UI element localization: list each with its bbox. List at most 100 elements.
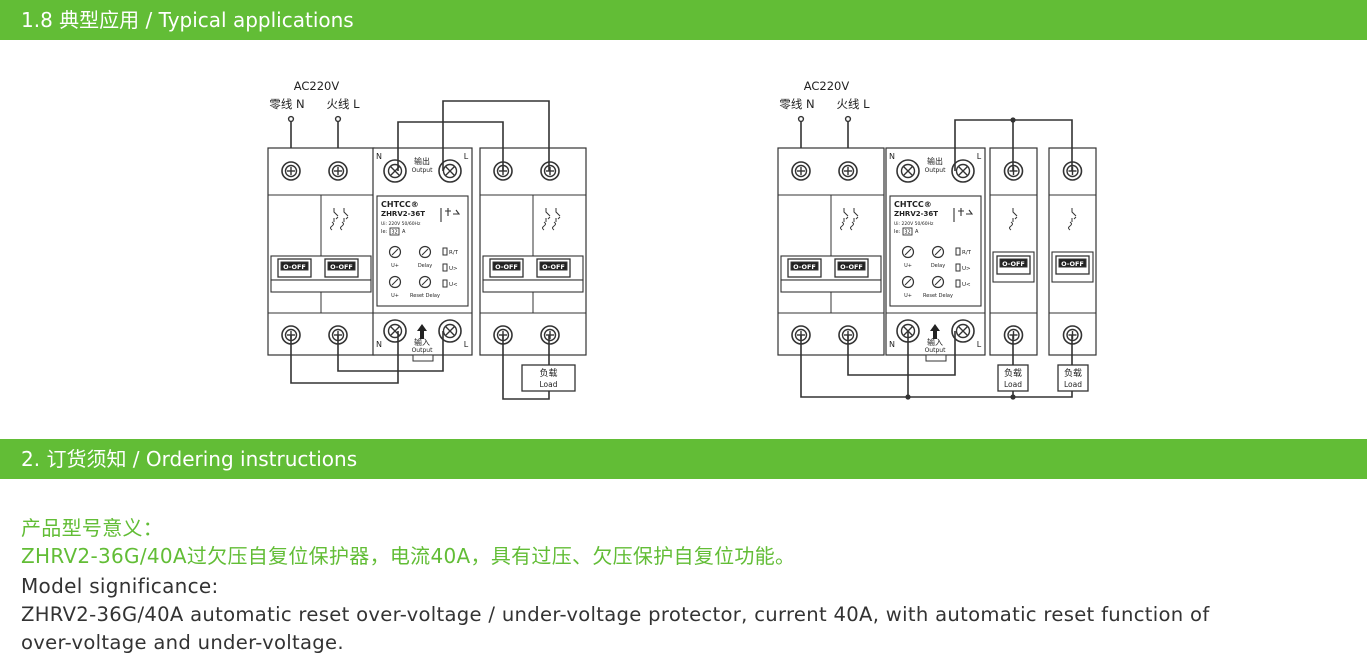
off-handle-tab	[539, 261, 568, 271]
terminal-label-n-bottom: N	[376, 340, 382, 349]
screw-slot	[958, 166, 968, 176]
terminal-label-l-bottom: L	[464, 340, 469, 349]
model-label: ZHRV2-36T	[381, 210, 425, 218]
knob-pointer	[391, 278, 399, 286]
handle-rail-lower	[270, 279, 372, 293]
terminal-label-n: N	[376, 152, 382, 161]
led-label: U>	[962, 266, 971, 272]
screw-terminal-icon	[281, 161, 301, 181]
indicator-led: U<	[955, 279, 971, 288]
breaker-contact-symbol	[542, 208, 551, 231]
breaker-contact-symbol	[850, 208, 859, 231]
knob-label: Reset Delay	[410, 293, 440, 299]
adjust-knob-icon: U+	[388, 245, 402, 269]
knob-label: U+	[904, 263, 912, 269]
current-value: 32	[391, 230, 397, 236]
off-label: O-OFF	[542, 263, 565, 271]
led-box	[442, 247, 448, 256]
one-pole-breaker: O-OFF	[989, 147, 1038, 356]
coil-path	[850, 221, 854, 231]
adjust-knob-icon: Reset Delay	[410, 275, 440, 299]
led-label: U>	[449, 266, 458, 272]
screw-terminal-icon	[383, 159, 407, 183]
adjust-knob-icon: U+	[388, 275, 402, 299]
contact-path	[1071, 208, 1077, 222]
wire-output-n	[397, 121, 504, 171]
breaker-contact-symbol	[1068, 208, 1077, 231]
current-label: Ie:	[381, 229, 388, 235]
screw-terminal-icon	[540, 161, 560, 181]
knob-label: Delay	[931, 263, 945, 269]
arrow-up-icon	[930, 324, 940, 339]
contact-path	[853, 208, 859, 222]
input-label-cn: 输入	[927, 337, 943, 347]
terminal-label-n: N	[889, 152, 895, 161]
relay-symbol	[953, 208, 974, 222]
section-heading-ordering-instructions: 2. 订货须知 / Ordering instructions	[0, 439, 1367, 479]
junction-dot-top	[1010, 117, 1016, 123]
screw-terminal-icon	[540, 325, 560, 345]
off-handle-tab	[327, 261, 356, 271]
wire-load-b	[502, 335, 550, 400]
screw-terminal-icon	[438, 319, 462, 343]
output-label-cn: 输出	[414, 156, 430, 166]
off-handle-tab	[837, 261, 866, 271]
coil-path	[552, 221, 556, 231]
led-label: U<	[962, 282, 971, 288]
screw-terminal-icon	[383, 319, 407, 343]
breaker-contact-symbol	[552, 208, 561, 231]
knob-label: Reset Delay	[923, 293, 953, 299]
wire-input-l	[337, 331, 444, 372]
screw-slot	[445, 326, 455, 336]
contact-path	[1012, 208, 1018, 222]
coil-path	[340, 221, 344, 231]
model-meaning-title-cn: 产品型号意义：	[21, 516, 164, 540]
neutral-label: 零线 N	[269, 97, 304, 111]
contact-path	[843, 208, 849, 222]
indicator-led: R/T	[442, 247, 459, 256]
knob-label: U+	[904, 293, 912, 299]
input-output-label-en: Output	[925, 347, 946, 354]
input-output-label-en: Output	[412, 347, 433, 354]
terminal-label-l-bottom: L	[977, 340, 982, 349]
contact-path	[555, 208, 561, 222]
junction-dot-bottom	[1010, 394, 1016, 400]
knob-pointer	[934, 248, 942, 256]
junction-dot-n	[905, 394, 911, 400]
breaker-contact-symbol	[330, 208, 339, 231]
knob-pointer	[391, 248, 399, 256]
terminal-ring-n	[287, 115, 295, 123]
coil-path	[542, 221, 546, 231]
coil-path	[840, 221, 844, 231]
load-label-en: Load	[540, 380, 558, 389]
off-label: O-OFF	[793, 263, 816, 271]
current-value: 32	[904, 230, 910, 236]
knob-pointer	[904, 248, 912, 256]
model-meaning-body-cn: ZHRV2-36G/40A过欠压自复位保护器，电流40A，具有过压、欠压保护自复…	[21, 544, 796, 568]
off-label: O-OFF	[283, 263, 306, 271]
adjust-knob-icon: U+	[901, 275, 915, 299]
off-label: O-OFF	[1061, 260, 1084, 268]
relay-symbol	[440, 208, 461, 222]
terminal-ring-n	[797, 115, 805, 123]
knob-pointer	[421, 248, 429, 256]
adjust-knob-icon: Delay	[931, 245, 945, 269]
screw-slot	[903, 166, 913, 176]
model-significance-body-line2: over-voltage and under-voltage.	[21, 631, 344, 654]
load-label-en: Load	[1064, 380, 1082, 389]
contact-path	[545, 208, 551, 222]
model-label: ZHRV2-36T	[894, 210, 938, 218]
terminal-label-l: L	[977, 152, 982, 161]
knob-label: Delay	[418, 263, 432, 269]
handle-rail-lower	[482, 279, 584, 293]
led-label: U<	[449, 282, 458, 288]
led-box	[442, 263, 448, 272]
knob-label: U+	[391, 293, 399, 299]
screw-terminal-icon	[328, 161, 348, 181]
